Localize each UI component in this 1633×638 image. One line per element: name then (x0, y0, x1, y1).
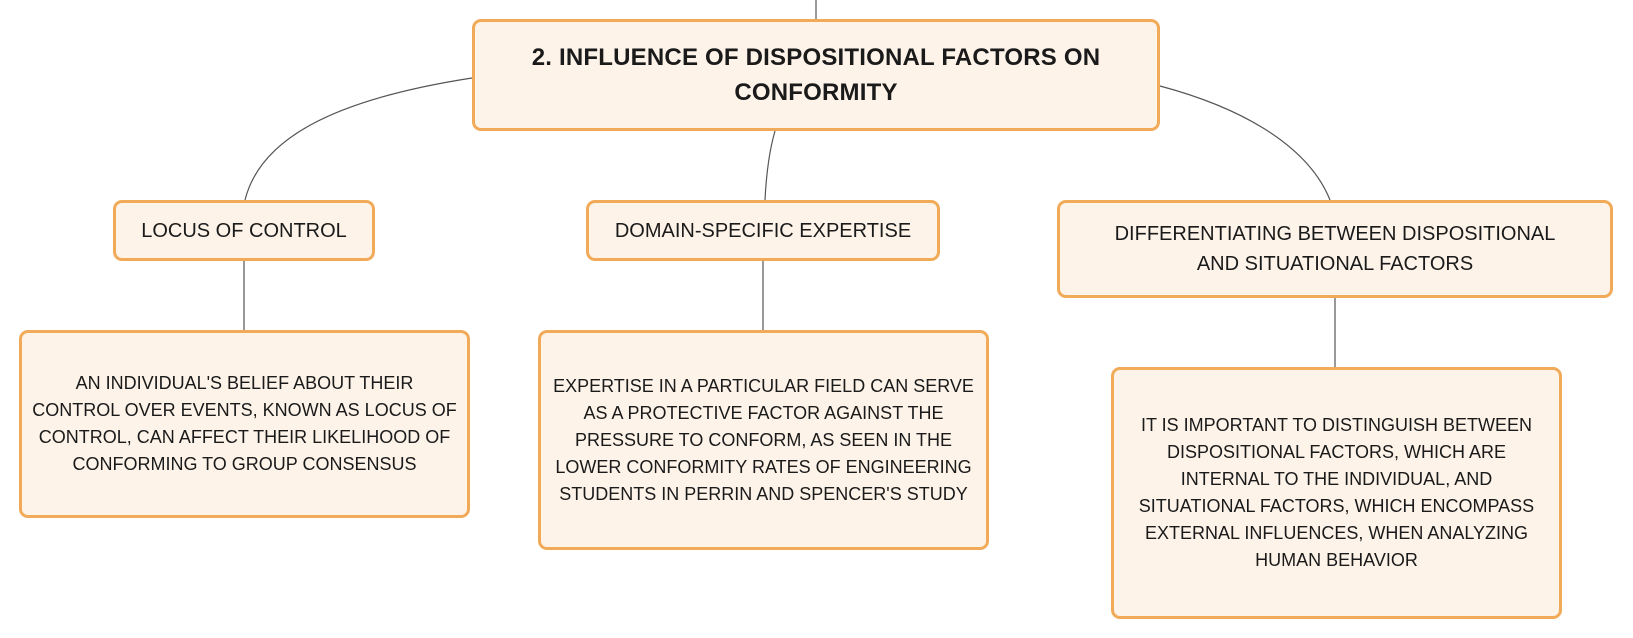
detail-node-differentiating-factors[interactable]: IT IS IMPORTANT TO DISTINGUISH BETWEEN D… (1111, 367, 1562, 619)
branch-node-differentiating-factors[interactable]: DIFFERENTIATING BETWEEN DISPOSITIONAL AN… (1057, 200, 1613, 298)
root-topic-label: 2. INFLUENCE OF DISPOSITIONAL FACTORS ON… (531, 44, 1101, 106)
detail-node-locus-of-control[interactable]: AN INDIVIDUAL'S BELIEF ABOUT THEIR CONTR… (19, 330, 470, 518)
root-topic-node[interactable]: 2. INFLUENCE OF DISPOSITIONAL FACTORS ON… (472, 19, 1160, 131)
branch-node-domain-specific-expertise[interactable]: DOMAIN-SPECIFIC EXPERTISE (586, 200, 940, 261)
connector-root-to-diff (1159, 85, 1331, 201)
detail-text-domain-specific-expertise: EXPERTISE IN A PARTICULAR FIELD CAN SERV… (553, 375, 974, 504)
detail-node-domain-specific-expertise[interactable]: EXPERTISE IN A PARTICULAR FIELD CAN SERV… (538, 330, 989, 550)
branch-node-locus-of-control[interactable]: LOCUS OF CONTROL (113, 200, 375, 261)
connector-root-to-domain (764, 130, 776, 201)
detail-text-differentiating-factors: IT IS IMPORTANT TO DISTINGUISH BETWEEN D… (1138, 415, 1535, 570)
connector-root-to-locus (244, 77, 473, 201)
branch-label-locus-of-control: LOCUS OF CONTROL (141, 219, 347, 242)
branch-label-domain-specific-expertise: DOMAIN-SPECIFIC EXPERTISE (614, 219, 912, 242)
detail-text-locus-of-control: AN INDIVIDUAL'S BELIEF ABOUT THEIR CONTR… (32, 373, 457, 474)
branch-label-differentiating-factors: DIFFERENTIATING BETWEEN DISPOSITIONAL AN… (1114, 223, 1556, 275)
